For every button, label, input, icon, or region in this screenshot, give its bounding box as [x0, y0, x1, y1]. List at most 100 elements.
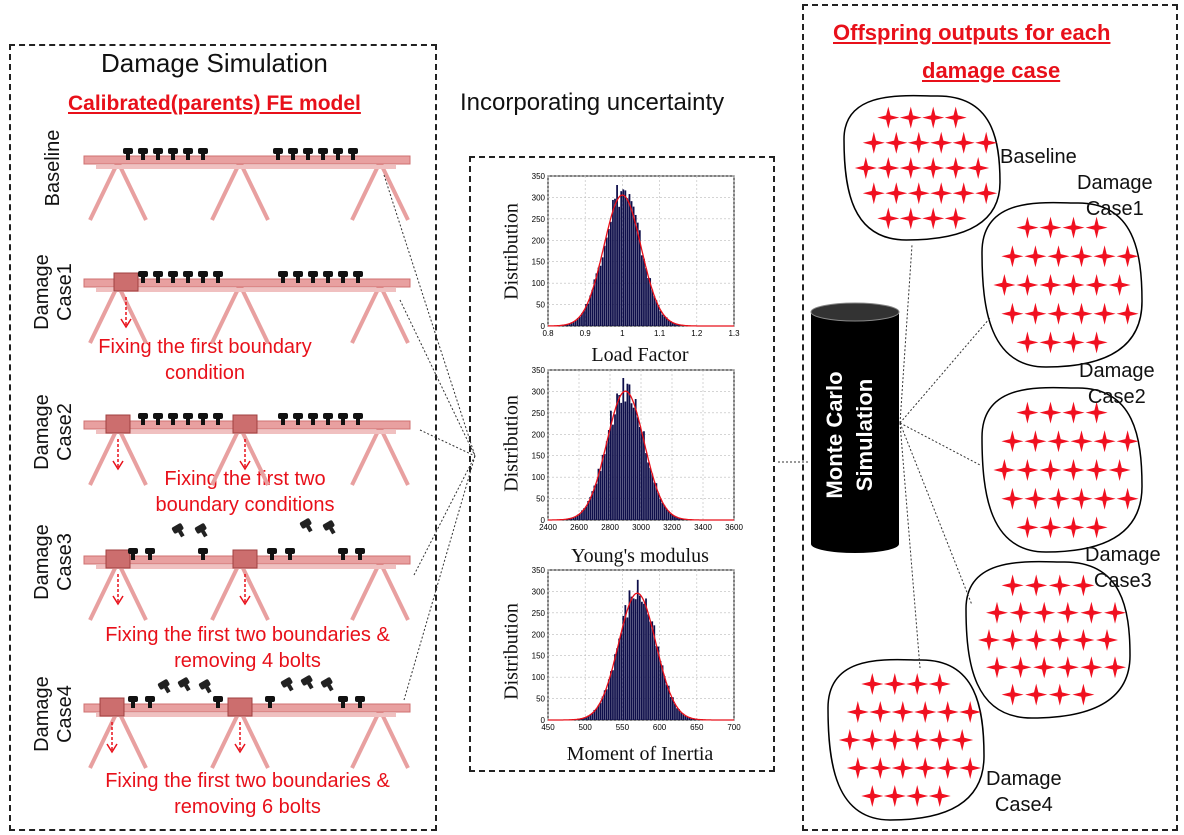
bolt: [278, 413, 288, 419]
star-sample: [891, 701, 914, 723]
support-leg: [350, 709, 382, 769]
histogram-bar: [688, 717, 691, 720]
star-sample: [1062, 216, 1085, 239]
bolt: [293, 413, 303, 419]
beam-model: [83, 518, 411, 621]
support-leg: [210, 709, 242, 769]
bolt: [338, 548, 348, 554]
histogram-bar: [634, 599, 637, 720]
histogram-bar: [634, 399, 637, 520]
histogram-bar: [690, 718, 693, 720]
histogram-bar: [610, 671, 612, 720]
bolt: [288, 148, 298, 154]
support-leg: [88, 284, 120, 344]
bolt: [355, 548, 365, 554]
removed-bolt: [300, 675, 313, 686]
star-sample: [1072, 629, 1095, 651]
bolt: [323, 413, 333, 419]
connector-line: [399, 299, 476, 457]
monte-carlo-line: Monte Carlo: [822, 371, 847, 499]
beam-rail: [96, 288, 396, 292]
bolt: [201, 153, 205, 160]
output-blob-case2: [981, 386, 1143, 553]
bolt: [355, 696, 365, 702]
histogram-bar: [595, 273, 598, 326]
y-tick-label: 200: [532, 430, 546, 439]
histogram-bar: [591, 713, 594, 720]
bolt: [341, 276, 345, 283]
case3-caption: Fixing the first two boundaries & removi…: [60, 622, 435, 674]
bolt: [306, 153, 310, 160]
removed-bolt: [286, 683, 294, 692]
case2-caption: Fixing the first two boundary conditions: [60, 466, 430, 518]
star-sample: [1025, 574, 1048, 597]
histogram-bar: [651, 289, 654, 326]
support-leg: [116, 284, 148, 344]
histogram-bar: [579, 316, 581, 326]
star-sample: [1001, 245, 1024, 268]
star-sample: [1009, 601, 1032, 624]
star-sample: [1093, 302, 1116, 325]
bolt: [198, 271, 208, 277]
star-sample: [1047, 245, 1070, 268]
output-label-line: Damage: [1085, 544, 1161, 566]
star-sample: [975, 182, 998, 205]
star-sample: [1056, 601, 1079, 624]
fix-arrow-head: [120, 318, 132, 329]
star-sample: [1062, 331, 1085, 354]
support-leg: [350, 284, 382, 344]
support-leg: [378, 709, 410, 769]
histogram-bar: [638, 230, 641, 326]
removed-bolt: [177, 529, 185, 538]
chart1-ylabel: Distribution: [500, 203, 523, 300]
removed-bolt: [328, 526, 336, 535]
star-sample: [899, 157, 922, 179]
x-tick-label: 2400: [539, 523, 557, 532]
x-tick-label: 550: [616, 723, 630, 732]
histogram-bar: [632, 206, 635, 326]
output-label-case4: Damage Case4: [986, 766, 1062, 818]
star-sample: [885, 131, 908, 154]
bolt: [183, 271, 193, 277]
beam-model: [83, 271, 411, 344]
star-sample: [922, 106, 945, 129]
histogram-bar: [587, 500, 590, 520]
fit-curve: [547, 194, 734, 327]
star-sample: [838, 729, 861, 751]
support-leg: [88, 161, 120, 221]
histogram-bar: [641, 601, 643, 720]
star-sample: [1039, 516, 1062, 539]
histogram-bar: [672, 697, 674, 720]
histogram-bar: [607, 679, 610, 720]
output-label-line: Case3: [1093, 570, 1152, 592]
star-sample: [846, 701, 869, 723]
histogram-bar: [643, 603, 645, 720]
bolt: [281, 276, 285, 283]
star-sample: [1016, 331, 1039, 354]
bolt: [153, 413, 163, 419]
histogram-bar: [643, 431, 645, 520]
middle-title: Incorporating uncertainty: [460, 89, 725, 116]
histogram-bar: [597, 468, 600, 520]
bolt: [356, 418, 360, 425]
bolt: [333, 148, 343, 154]
removed-bolt: [163, 685, 171, 694]
histogram-bar: [605, 237, 608, 326]
support-leg: [88, 426, 120, 486]
histogram-panel: [469, 156, 775, 772]
y-tick-label: 150: [532, 652, 546, 661]
star-sample: [1085, 216, 1108, 239]
histogram-bar: [657, 493, 660, 520]
bolt: [267, 548, 277, 554]
histogram-bar: [564, 324, 567, 326]
histogram-bar: [612, 670, 614, 720]
histogram-bar: [674, 703, 676, 720]
star-sample: [1070, 430, 1093, 453]
bolt: [353, 413, 363, 419]
y-tick-label: 250: [532, 409, 546, 418]
star-sample: [1093, 245, 1116, 268]
histogram-bar: [647, 462, 649, 520]
histogram-bar: [622, 615, 625, 720]
fixed-boundary-block: [105, 414, 131, 434]
